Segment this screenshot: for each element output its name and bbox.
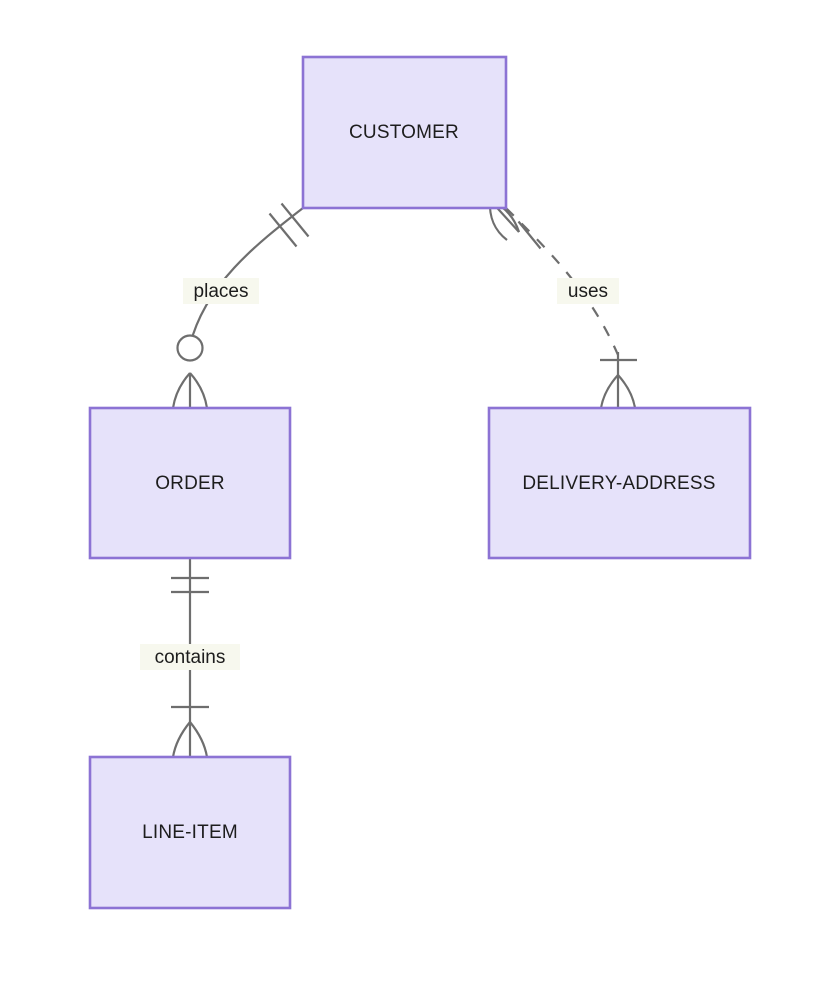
cardinality-contains-line-item-one-or-many [171, 705, 209, 758]
cardinality-contains-order-exactly-one [171, 576, 209, 594]
entity-customer[interactable]: CUSTOMER [301, 55, 508, 210]
relationship-places-label-text: places [194, 281, 249, 302]
relationship-places-label: places [183, 278, 259, 304]
entity-order-box[interactable] [88, 406, 292, 560]
entity-customer-label: CUSTOMER [349, 122, 459, 143]
entity-order-label: ORDER [155, 473, 225, 494]
entity-delivery-address-label: DELIVERY-ADDRESS [522, 473, 715, 494]
relationship-uses-label-text: uses [568, 281, 608, 302]
cardinality-uses-delivery-address-one-or-many [599, 352, 637, 409]
relationship-contains-label: contains [140, 644, 240, 670]
entity-line-item-box[interactable] [88, 755, 292, 910]
relationship-uses-label: uses [557, 278, 619, 304]
relationship-uses[interactable]: uses [488, 198, 637, 409]
entity-order[interactable]: ORDER [88, 406, 292, 560]
cardinality-places-customer-exactly-one [268, 202, 310, 248]
relationship-uses-line[interactable] [505, 207, 620, 356]
entity-line-item[interactable]: LINE-ITEM [88, 755, 292, 910]
relationship-contains-label-text: contains [155, 647, 226, 668]
entity-delivery-address-box[interactable] [487, 406, 752, 560]
entity-delivery-address[interactable]: DELIVERY-ADDRESS [487, 406, 752, 560]
entity-line-item-label: LINE-ITEM [142, 822, 238, 843]
cardinality-places-order-zero-or-many [171, 334, 209, 409]
entity-customer-box[interactable] [301, 55, 508, 210]
relationship-contains[interactable]: contains [140, 558, 240, 758]
relationship-places[interactable]: places [171, 202, 310, 409]
relationship-places-line[interactable] [188, 207, 304, 346]
